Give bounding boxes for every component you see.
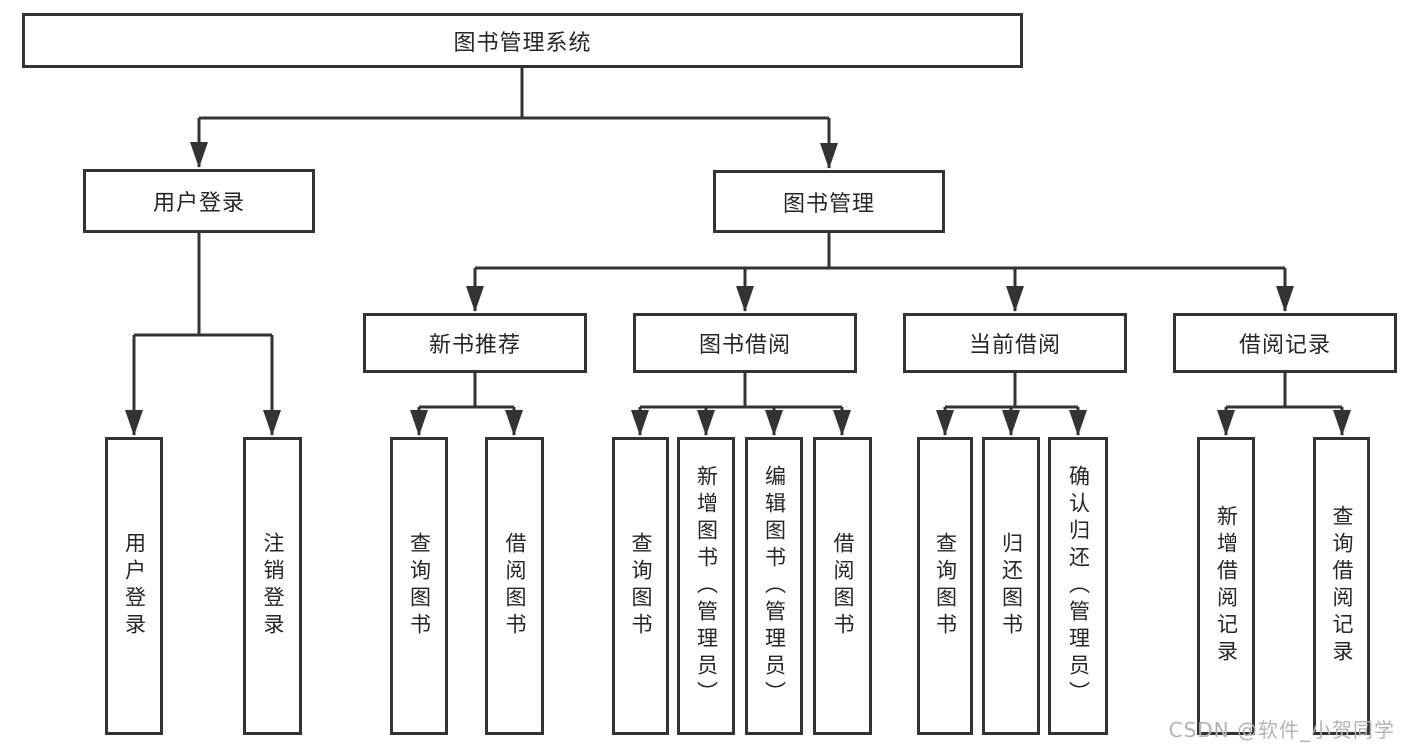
- node-user-login: 用户登录: [83, 169, 315, 233]
- node-current-borrow-label: 当前借阅: [968, 333, 1061, 358]
- node-root-system-label: 图书管理系统: [453, 30, 592, 56]
- leaf-current-query: 查询图书: [917, 437, 973, 735]
- node-user-login-label: 用户登录: [152, 191, 245, 216]
- root-branch-line: [199, 68, 829, 120]
- node-book-mgmt: 图书管理: [713, 170, 945, 233]
- leaf-newbook-borrow: 借阅图书: [485, 437, 544, 735]
- leaf-borrow-edit-admin: 编辑图书（管理员）: [745, 437, 803, 735]
- leaf-current-return: 归还图书: [982, 437, 1040, 735]
- leaf-newbook-query: 查询图书: [390, 437, 448, 735]
- csdn-watermark: CSDN @软件_小贺同学: [1168, 718, 1395, 742]
- leaf-borrow-book: 借阅图书: [813, 437, 872, 735]
- node-current-borrow: 当前借阅: [903, 313, 1127, 373]
- book-mgmt-branch-line: [475, 233, 1285, 270]
- node-borrow-record: 借阅记录: [1173, 313, 1397, 373]
- node-book-mgmt-label: 图书管理: [782, 191, 875, 217]
- node-borrow-record-label: 借阅记录: [1238, 333, 1331, 358]
- node-root-system: 图书管理系统: [22, 13, 1023, 68]
- leaf-current-confirm-admin: 确认归还（管理员）: [1048, 437, 1108, 735]
- node-new-book-recommend: 新书推荐: [363, 313, 587, 373]
- new-book-branch-line: [419, 373, 514, 409]
- leaf-user-login: 用户登录: [105, 437, 163, 735]
- leaf-borrow-add-admin: 新增图书（管理员）: [677, 437, 735, 735]
- borrow-record-branch-line: [1226, 373, 1342, 409]
- book-borrow-branch-line: [640, 373, 842, 409]
- node-book-borrow-label: 图书借阅: [698, 333, 791, 358]
- leaf-borrow-query: 查询图书: [612, 437, 669, 735]
- leaf-record-add: 新增借阅记录: [1197, 437, 1255, 735]
- user-login-branch-line: [134, 233, 272, 337]
- leaf-logout: 注销登录: [243, 437, 302, 735]
- node-new-book-recommend-label: 新书推荐: [428, 333, 521, 358]
- leaf-record-query: 查询借阅记录: [1313, 437, 1370, 735]
- current-borrow-branch-line: [945, 373, 1078, 409]
- node-book-borrow: 图书借阅: [633, 313, 857, 373]
